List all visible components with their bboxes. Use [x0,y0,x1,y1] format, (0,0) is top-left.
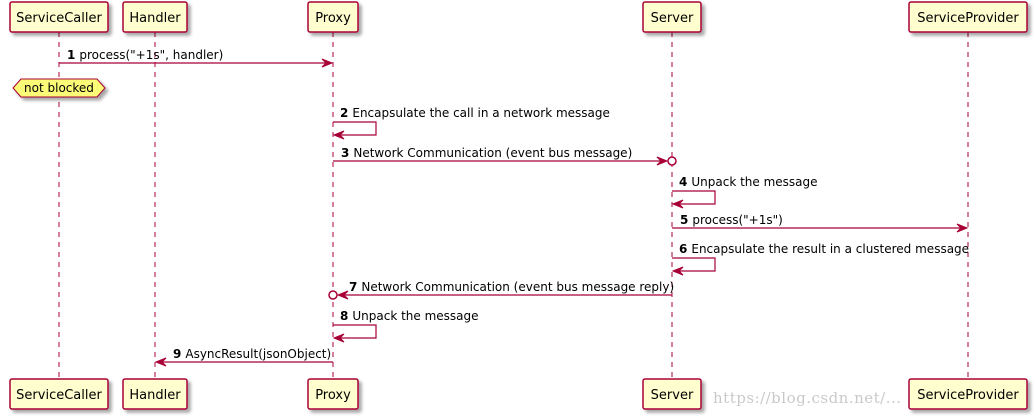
message-label: 6 Encapsulate the result in a clustered m… [679,242,969,256]
message-number: 7 [349,280,357,294]
message-text: process("+1s", handler) [79,48,223,62]
participant-label: Server [651,388,694,403]
message-label: 3 Network Communication (event bus messag… [341,146,632,160]
participant-label: Proxy [315,388,351,403]
participant-label: Proxy [315,11,351,26]
message-label: 9 AsyncResult(jsonObject) [173,347,331,361]
note-label: not blocked [24,81,94,95]
message-label: 7 Network Communication (event bus messag… [349,280,674,294]
participant-label: Handler [129,388,181,403]
participant-handler-bottom: Handler [122,378,188,410]
message-number: 2 [340,106,348,120]
message-label: 4 Unpack the message [679,175,818,189]
participant-server-top: Server [642,1,702,33]
message-4: 4 Unpack the message [671,175,818,209]
message-number: 6 [679,242,687,256]
message-text: Unpack the message [352,309,478,323]
participant-label: Server [651,11,694,26]
participant-label: ServiceCaller [16,388,102,403]
message-number: 1 [67,48,75,62]
message-label: 8 Unpack the message [340,309,479,323]
note-not-blocked: not blocked [12,78,106,98]
message-label: 2 Encapsulate the call in a network messa… [340,106,610,120]
participant-label: ServiceProvider [917,388,1019,403]
message-text: Encapsulate the call in a network messag… [352,106,610,120]
message-text: Encapsulate the result in a clustered me… [691,242,969,256]
message-text: process("+1s") [692,213,782,227]
message-5: 5 process("+1s") [672,213,969,233]
message-number: 4 [679,175,687,189]
message-text: AsyncResult(jsonObject) [185,347,331,361]
message-3: 3 Network Communication (event bus messag… [333,146,677,166]
participant-caller-top: ServiceCaller [9,1,109,33]
participant-proxy-top: Proxy [307,1,359,33]
message-2: 2 Encapsulate the call in a network messa… [332,106,610,140]
participant-label: Handler [129,11,181,26]
participant-provider-bottom: ServiceProvider [908,378,1028,410]
message-number: 3 [341,146,349,160]
message-6: 6 Encapsulate the result in a clustered m… [671,242,969,276]
participant-handler-top: Handler [122,1,188,33]
message-9: 9 AsyncResult(jsonObject) [154,347,333,367]
message-text: Network Communication (event bus message… [353,146,632,160]
participant-provider-top: ServiceProvider [908,1,1028,33]
watermark-text: https://blog.csdn.net/... [713,389,902,407]
message-1: 1 process("+1s", handler) [59,48,334,68]
message-number: 8 [340,309,348,323]
message-8: 8 Unpack the message [332,309,479,343]
message-text: Network Communication (event bus message… [361,280,674,294]
message-label: 5 process("+1s") [680,213,783,227]
message-7: 7 Network Communication (event bus messag… [328,280,674,300]
participant-label: ServiceProvider [917,11,1019,26]
participant-proxy-bottom: Proxy [307,378,359,410]
message-text: Unpack the message [691,175,817,189]
message-number: 9 [173,347,181,361]
message-label: 1 process("+1s", handler) [67,48,223,62]
message-number: 5 [680,213,688,227]
participant-caller-bottom: ServiceCaller [9,378,109,410]
participant-label: ServiceCaller [16,11,102,26]
participant-server-bottom: Server [642,378,702,410]
